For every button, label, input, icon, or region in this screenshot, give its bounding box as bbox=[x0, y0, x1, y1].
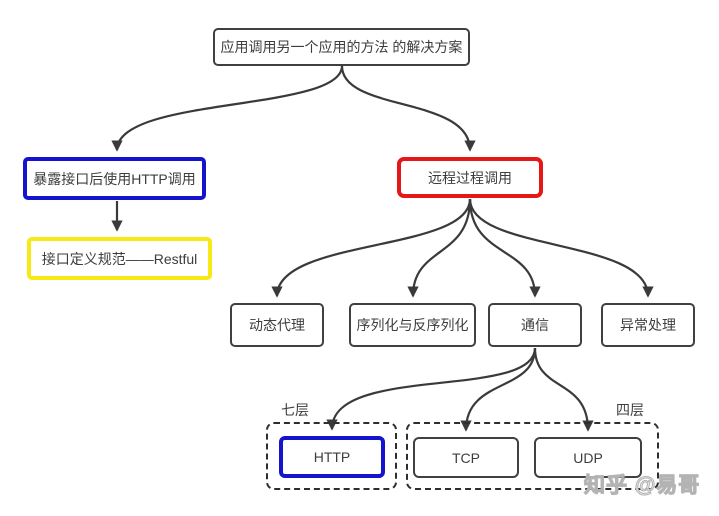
group-label-seven-layer: 七层 bbox=[281, 402, 309, 418]
node-root-solution: 应用调用另一个应用的方法 的解决方案 bbox=[213, 28, 470, 66]
edge-communication-udp bbox=[533, 347, 594, 432]
node-expose-http-call: 暴露接口后使用HTTP调用 bbox=[23, 157, 206, 200]
node-communication: 通信 bbox=[488, 303, 582, 347]
node-restful-spec: 接口定义规范——Restful bbox=[27, 237, 212, 280]
edge-communication-http bbox=[326, 347, 537, 431]
edge-communication-tcp bbox=[460, 347, 537, 432]
node-udp-protocol: UDP bbox=[534, 437, 642, 478]
node-tcp-protocol: TCP bbox=[413, 437, 519, 478]
edge-rpc-communication bbox=[468, 198, 541, 298]
edge-rpc-exception bbox=[468, 198, 654, 298]
node-serialization: 序列化与反序列化 bbox=[349, 303, 476, 347]
node-dynamic-proxy: 动态代理 bbox=[230, 303, 324, 347]
edge-root-rpc bbox=[340, 65, 476, 152]
edge-rpc-serialization bbox=[407, 198, 472, 298]
node-exception-handling: 异常处理 bbox=[601, 303, 695, 347]
zhihu-watermark: 知乎 @易哥 bbox=[583, 474, 701, 498]
edge-rpc-dynamicproxy bbox=[271, 198, 472, 298]
edge-root-httpcall bbox=[111, 65, 344, 152]
node-rpc: 远程过程调用 bbox=[397, 157, 543, 198]
group-label-four-layer: 四层 bbox=[616, 402, 644, 418]
node-http-protocol: HTTP bbox=[279, 436, 385, 478]
